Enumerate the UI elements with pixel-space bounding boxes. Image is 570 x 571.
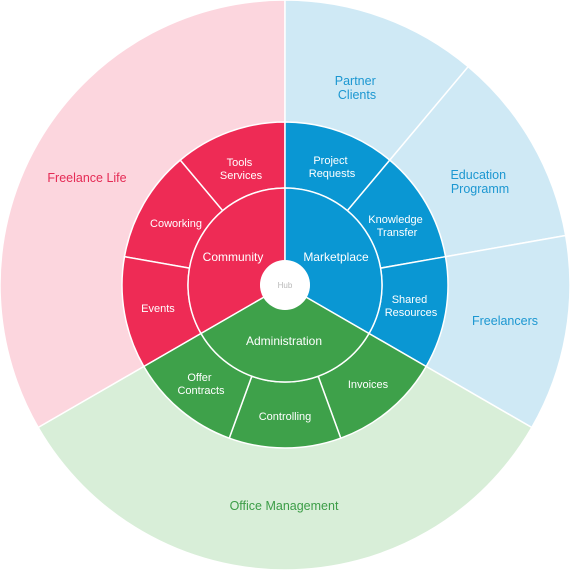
hub-center[interactable] [260,260,310,310]
hub-label: Hub [278,281,293,290]
segment-label-events: Events [141,303,175,315]
segment-label-knowledge-transfer: Knowledge Transfer [368,214,426,239]
segment-label-coworking: Coworking [150,218,202,230]
outer-label-freelance-life: Freelance Life [47,171,126,185]
segment-label-tools-services: Tools Services [220,157,263,182]
sector-label-community: Community [203,250,264,264]
outer-label-education-programm: Education Programm [450,168,509,196]
sector-label-marketplace: Marketplace [303,250,369,264]
outer-label-partner-clients: Partner Clients [335,74,379,102]
segment-label-invoices: Invoices [348,379,389,391]
segment-label-controlling: Controlling [259,411,312,423]
outer-label-office-management: Office Management [230,499,339,513]
segment-label-shared-resources: Shared Resources [385,294,438,319]
sector-ring [187,187,383,383]
segment-label-offer-contracts: Offer Contracts [177,372,225,397]
segment-label-project-requests: Project Requests [309,155,356,180]
outer-label-freelancers: Freelancers [472,314,538,328]
segment-ring [121,121,449,449]
sector-label-administration: Administration [246,334,322,348]
